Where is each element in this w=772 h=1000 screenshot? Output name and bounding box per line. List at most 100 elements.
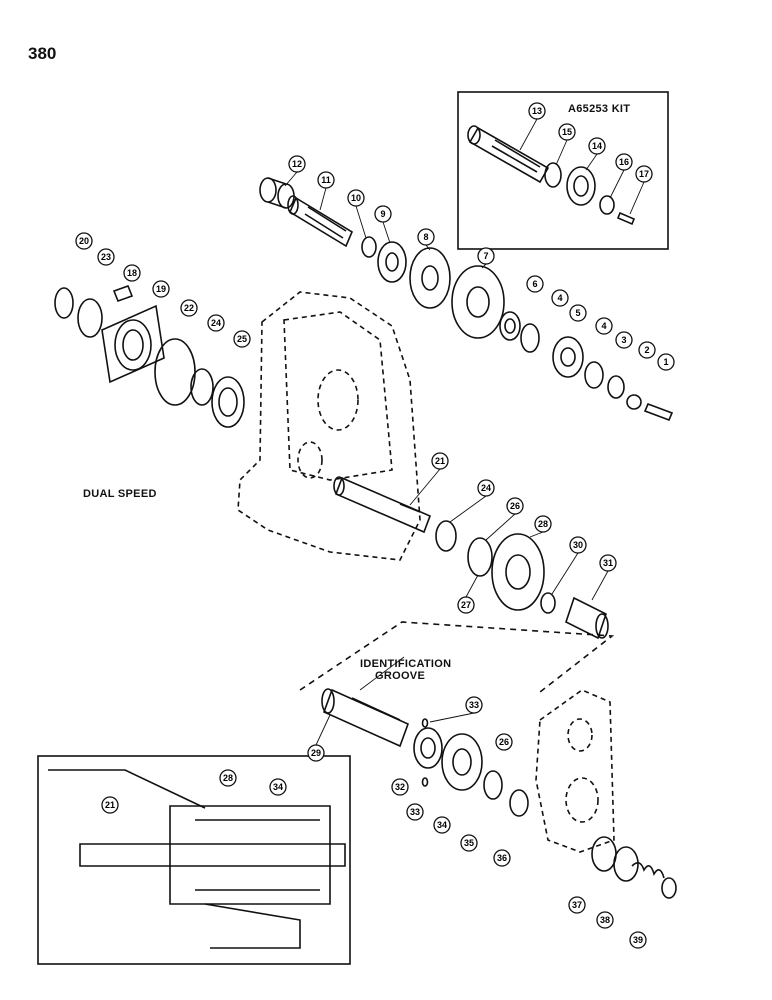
callout-26b: 26 [495,733,513,751]
bearing-37 [591,836,639,882]
callout-8: 8 [417,228,435,246]
svg-text:31: 31 [603,558,613,568]
kit-washer-16 [599,195,615,215]
callout-14: 14 [588,137,606,155]
ring-24a [190,368,214,406]
svg-text:20: 20 [79,236,89,246]
svg-text:8: 8 [423,232,428,242]
gear-9 [377,241,407,283]
collar-32 [413,727,443,769]
callout-2: 2 [638,341,656,359]
leader-lines [284,118,645,746]
snap-ring-4a [520,323,540,353]
kit-label: A65253 KIT [568,103,631,115]
housing [237,291,421,561]
svg-text:28: 28 [223,773,233,783]
callout-26a: 26 [506,497,524,515]
cover [535,689,615,853]
svg-text:38: 38 [600,915,610,925]
callout-23: 23 [97,248,115,266]
callout-33a: 33 [465,696,483,714]
svg-text:5: 5 [575,308,580,318]
svg-text:22: 22 [184,303,194,313]
callout-34: 34 [433,816,451,834]
svg-text:9: 9 [380,209,385,219]
ring-35 [483,770,503,800]
kit-ring-15 [544,162,562,188]
ring-20 [54,287,74,319]
svg-text:33: 33 [469,700,479,710]
o-ring-22 [154,338,196,406]
svg-text:26: 26 [499,737,509,747]
svg-text:13: 13 [532,106,542,116]
ring-30 [540,592,556,614]
sleeve-31 [565,596,609,640]
ring-26a [467,537,493,577]
svg-text:29: 29 [311,748,321,758]
svg-text:36: 36 [497,853,507,863]
shaft-29 [321,688,410,748]
svg-text:37: 37 [572,900,582,910]
svg-text:24: 24 [211,318,221,328]
callout-9: 9 [374,205,392,223]
svg-text:23: 23 [101,252,111,262]
svg-text:17: 17 [639,169,649,179]
callout-4b: 4 [595,317,613,335]
svg-text:19: 19 [156,284,166,294]
svg-text:16: 16 [619,157,629,167]
callout-5: 5 [569,304,587,322]
callout-24b: 24 [477,479,495,497]
callout-15: 15 [558,123,576,141]
ring-36 [509,789,529,817]
svg-text:4: 4 [601,321,606,331]
seal-23 [77,298,103,338]
svg-text:35: 35 [464,838,474,848]
inset-callout-34: 34 [269,778,287,796]
svg-text:30: 30 [573,540,583,550]
svg-text:39: 39 [633,935,643,945]
gear-8 [409,247,451,309]
callout-19: 19 [152,280,170,298]
groove-label: GROOVE [375,670,426,682]
svg-text:34: 34 [273,782,283,792]
callout-35: 35 [460,834,478,852]
callout-27: 27 [457,596,475,614]
callout-1: 1 [657,353,675,371]
svg-text:12: 12 [292,159,302,169]
inset-callout-28: 28 [219,769,237,787]
callout-16: 16 [615,153,633,171]
gear-34 [441,733,483,791]
svg-text:3: 3 [621,335,626,345]
callout-6: 6 [526,275,544,293]
identification-label: IDENTIFICATION [360,658,452,670]
shaft-11 [287,195,354,248]
spring-38 [631,862,665,879]
callout-7: 7 [477,247,495,265]
retainer-19 [101,304,165,384]
callout-group: 13 15 14 16 17 12 11 10 9 8 7 6 4 5 4 3 … [75,102,675,949]
callout-28: 28 [534,515,552,533]
callout-37: 37 [568,896,586,914]
callout-25: 25 [233,330,251,348]
callout-13: 13 [528,102,546,120]
reference-outline [299,621,615,693]
callout-32: 32 [391,778,409,796]
callout-33b: 33 [406,803,424,821]
svg-text:21: 21 [435,456,445,466]
bearing-12 [259,177,295,209]
shaft-21 [333,476,432,534]
snap-ring-39 [661,877,677,899]
svg-text:33: 33 [410,807,420,817]
kit-gear-14 [566,166,596,206]
snap-ring-4b [584,361,604,389]
svg-text:21: 21 [105,800,115,810]
bearing-5 [552,336,584,378]
callout-24a: 24 [207,314,225,332]
svg-text:1: 1 [663,357,668,367]
svg-text:26: 26 [510,501,520,511]
svg-text:7: 7 [483,251,488,261]
callout-11: 11 [317,171,335,189]
callout-4a: 4 [551,289,569,307]
svg-text:18: 18 [127,268,137,278]
